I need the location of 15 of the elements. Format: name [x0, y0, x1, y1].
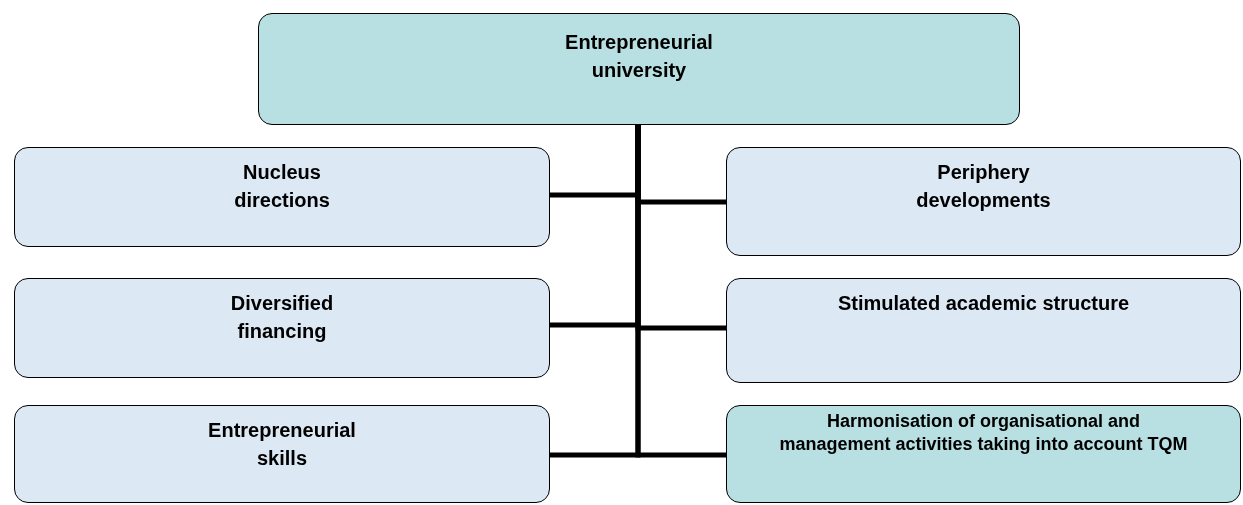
connector-line — [635, 125, 726, 458]
box-label: Entrepreneurial skills — [207, 418, 357, 471]
box-label: Stimulated academic structure — [837, 291, 1130, 316]
box-label: Periphery developments — [915, 160, 1052, 213]
rounded-box — [258, 13, 1020, 125]
rounded-box — [14, 405, 550, 503]
rounded-box — [726, 405, 1241, 503]
box-label: Nucleus directions — [233, 160, 331, 213]
box-label: Harmonisation of organisational and management activities taking into account TQM — [778, 410, 1189, 455]
rounded-box — [14, 147, 550, 247]
rounded-box — [726, 278, 1241, 383]
box-label: Diversified financing — [229, 291, 335, 344]
box-label: Entrepreneurial university — [564, 30, 714, 83]
rounded-box — [726, 147, 1241, 256]
rounded-box — [14, 278, 550, 378]
